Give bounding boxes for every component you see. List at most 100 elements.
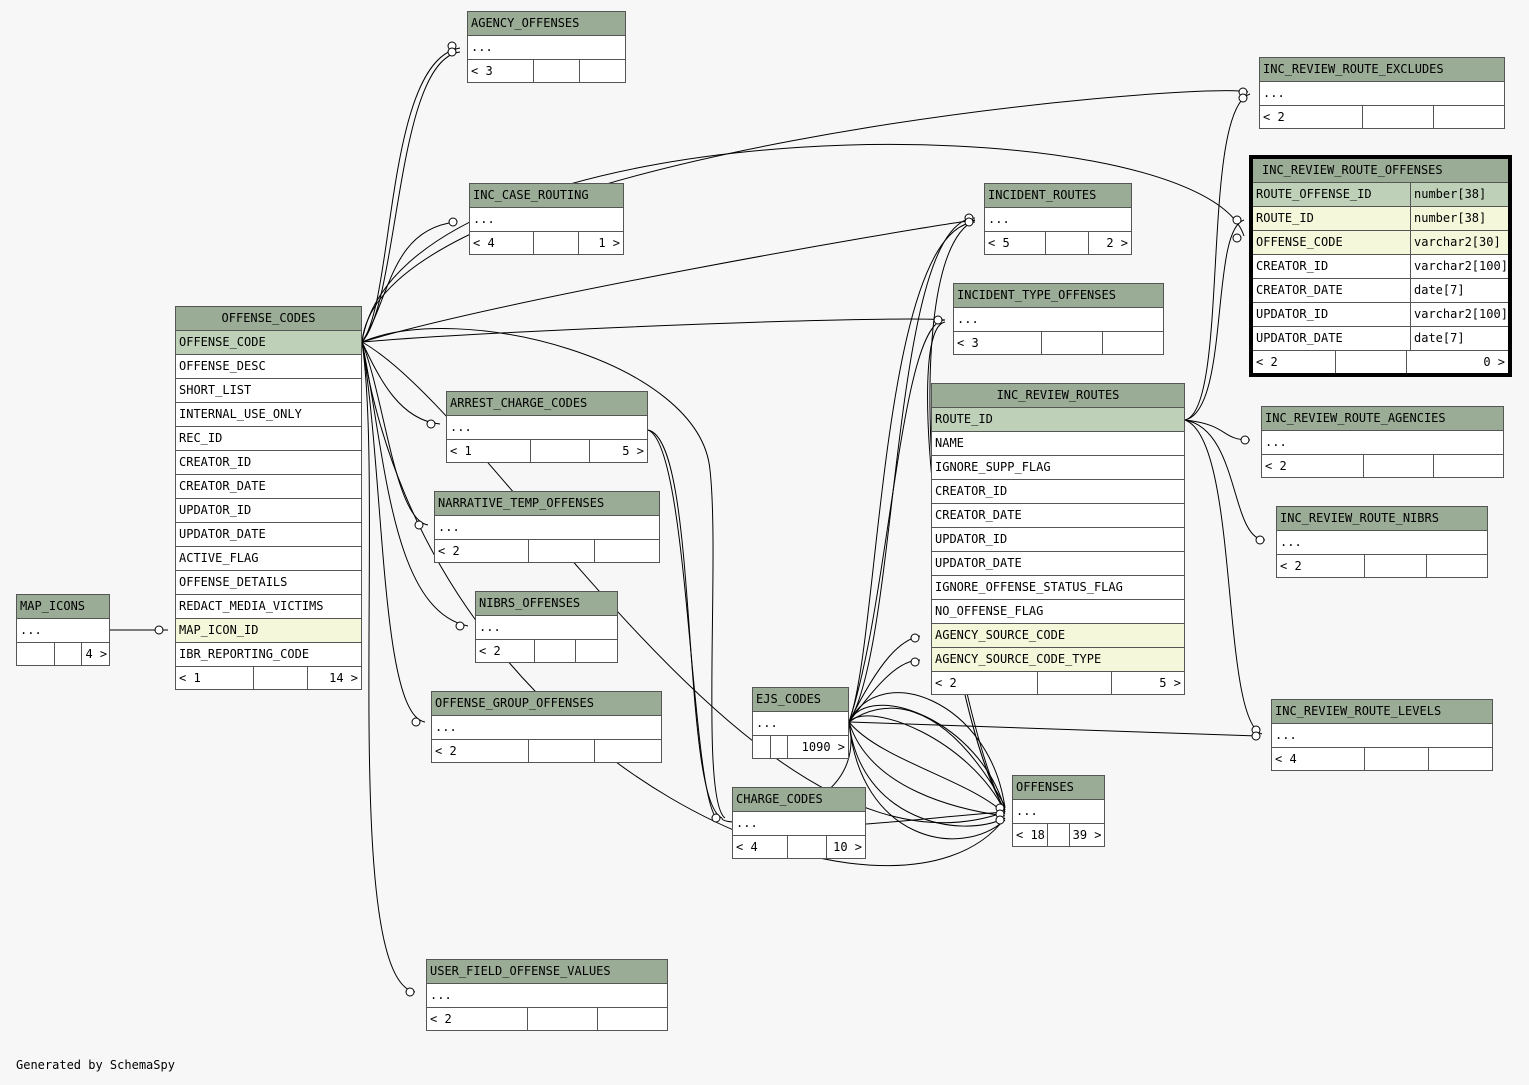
table-inc-review-route-excludes[interactable]: INC_REVIEW_ROUTE_EXCLUDES ... < 2 <box>1259 57 1505 129</box>
parents-link[interactable]: < 5 <box>985 232 1046 254</box>
children-link[interactable] <box>1427 555 1487 577</box>
parents-link[interactable]: < 2 <box>432 740 529 762</box>
parents-link[interactable]: < 2 <box>1253 351 1337 373</box>
children-link[interactable]: 4 > <box>85 647 108 661</box>
children-link[interactable] <box>595 740 661 762</box>
table-offense-codes[interactable]: OFFENSE_CODES OFFENSE_CODE OFFENSE_DESC … <box>175 306 362 690</box>
row-count <box>535 640 577 662</box>
parents-link[interactable]: < 1 <box>176 667 254 689</box>
table-inc-review-routes[interactable]: INC_REVIEW_ROUTES ROUTE_ID NAME IGNORE_S… <box>931 383 1185 695</box>
column-ibr-reporting-code: IBR_REPORTING_CODE <box>176 643 361 667</box>
children-link[interactable] <box>1434 455 1503 477</box>
table-incident-type-offenses[interactable]: INCIDENT_TYPE_OFFENSES ... < 3 <box>953 283 1164 355</box>
table-nibrs-offenses[interactable]: NIBRS_OFFENSES ... < 2 <box>475 591 618 663</box>
column-agency-source-code-type: AGENCY_SOURCE_CODE_TYPE <box>932 648 1184 672</box>
parents-link[interactable]: < 2 <box>1277 555 1366 577</box>
children-link[interactable]: 5 > <box>1159 676 1181 690</box>
children-link[interactable] <box>1103 332 1163 354</box>
children-link[interactable]: 14 > <box>329 671 358 685</box>
table-user-field-offense-values[interactable]: USER_FIELD_OFFENSE_VALUES ... < 2 <box>426 959 668 1031</box>
column-ellipsis: ... <box>17 619 109 643</box>
column-name: CREATOR_ID <box>1253 255 1411 278</box>
parents-link[interactable]: < 2 <box>476 640 535 662</box>
table-name: NARRATIVE_TEMP_OFFENSES <box>435 492 659 516</box>
parents-link[interactable]: < 4 <box>470 232 534 254</box>
parents-link[interactable] <box>17 643 55 665</box>
row-count <box>55 643 83 665</box>
column-type: varchar2[30] <box>1411 231 1508 254</box>
column-ellipsis: ... <box>1262 431 1503 455</box>
column-ellipsis: ... <box>447 416 647 440</box>
column-ellipsis: ... <box>954 308 1163 332</box>
row-count <box>1365 748 1429 770</box>
parents-link[interactable]: < 18 <box>1013 824 1049 846</box>
children-link[interactable]: 5 > <box>622 444 644 458</box>
parents-link[interactable]: < 3 <box>468 60 534 82</box>
children-link[interactable]: 1090 > <box>801 740 846 754</box>
column-ellipsis: ... <box>468 36 625 60</box>
children-link[interactable] <box>598 1008 667 1030</box>
row-count <box>529 540 595 562</box>
row-count <box>771 736 789 758</box>
row-count <box>254 667 308 689</box>
children-link[interactable]: 39 > <box>1072 828 1102 842</box>
table-name: INC_REVIEW_ROUTE_EXCLUDES <box>1260 58 1504 82</box>
children-link[interactable] <box>580 60 625 82</box>
parents-link[interactable]: < 2 <box>1262 455 1364 477</box>
parents-link[interactable]: < 4 <box>1272 748 1365 770</box>
table-inc-review-route-offenses[interactable]: INC_REVIEW_ROUTE_OFFENSES ROUTE_OFFENSE_… <box>1249 155 1512 377</box>
column-type: date[7] <box>1414 283 1465 297</box>
children-link[interactable] <box>595 540 659 562</box>
table-ejs-codes[interactable]: EJS_CODES ... 1090 > <box>752 687 849 759</box>
parents-link[interactable]: < 2 <box>435 540 530 562</box>
column-creator-id: CREATOR_ID <box>176 451 361 475</box>
table-inc-review-route-levels[interactable]: INC_REVIEW_ROUTE_LEVELS ... < 4 <box>1271 699 1493 771</box>
row-count <box>529 740 596 762</box>
table-offense-group-offenses[interactable]: OFFENSE_GROUP_OFFENSES ... < 2 <box>431 691 662 763</box>
parents-link[interactable]: < 4 <box>733 836 788 858</box>
column-agency-source-code: AGENCY_SOURCE_CODE <box>932 624 1184 648</box>
parents-link[interactable]: < 2 <box>427 1008 529 1030</box>
table-inc-review-route-nibrs[interactable]: INC_REVIEW_ROUTE_NIBRS ... < 2 <box>1276 506 1488 578</box>
row-count <box>534 60 580 82</box>
children-link[interactable] <box>1434 106 1504 128</box>
children-link[interactable]: 0 > <box>1483 355 1505 369</box>
children-link[interactable]: 2 > <box>1106 236 1128 250</box>
children-link[interactable]: 1 > <box>598 236 620 250</box>
table-agency-offenses[interactable]: AGENCY_OFFENSES ... < 3 <box>467 11 626 83</box>
column-ellipsis: ... <box>470 208 623 232</box>
table-map-icons[interactable]: MAP_ICONS ... 4 > <box>16 594 110 666</box>
column-name: ROUTE_ID <box>1253 207 1411 230</box>
column-ellipsis: ... <box>435 516 659 540</box>
table-name: INCIDENT_TYPE_OFFENSES <box>954 284 1163 308</box>
parents-link[interactable]: < 2 <box>1260 106 1363 128</box>
table-name: INC_REVIEW_ROUTE_OFFENSES <box>1253 159 1508 183</box>
parents-link[interactable]: < 1 <box>447 440 532 462</box>
table-name: NIBRS_OFFENSES <box>476 592 617 616</box>
children-link[interactable]: 10 > <box>833 840 862 854</box>
row-count <box>788 836 827 858</box>
table-narrative-temp-offenses[interactable]: NARRATIVE_TEMP_OFFENSES ... < 2 <box>434 491 660 563</box>
column-type: varchar2[100] <box>1414 307 1508 321</box>
column-internal-use-only: INTERNAL_USE_ONLY <box>176 403 361 427</box>
children-link[interactable] <box>1429 748 1492 770</box>
column-name: ROUTE_OFFENSE_ID <box>1253 183 1411 206</box>
parents-link[interactable]: < 3 <box>954 332 1042 354</box>
column-type: varchar2[100] <box>1414 259 1508 273</box>
children-link[interactable] <box>576 640 617 662</box>
column-updator-id: UPDATOR_ID <box>176 499 361 523</box>
row-count <box>1042 332 1103 354</box>
parents-link[interactable] <box>753 736 771 758</box>
table-inc-review-route-agencies[interactable]: INC_REVIEW_ROUTE_AGENCIES ... < 2 <box>1261 406 1504 478</box>
table-name: EJS_CODES <box>753 688 848 712</box>
parents-link[interactable]: < 2 <box>932 672 1039 694</box>
table-name: AGENCY_OFFENSES <box>468 12 625 36</box>
